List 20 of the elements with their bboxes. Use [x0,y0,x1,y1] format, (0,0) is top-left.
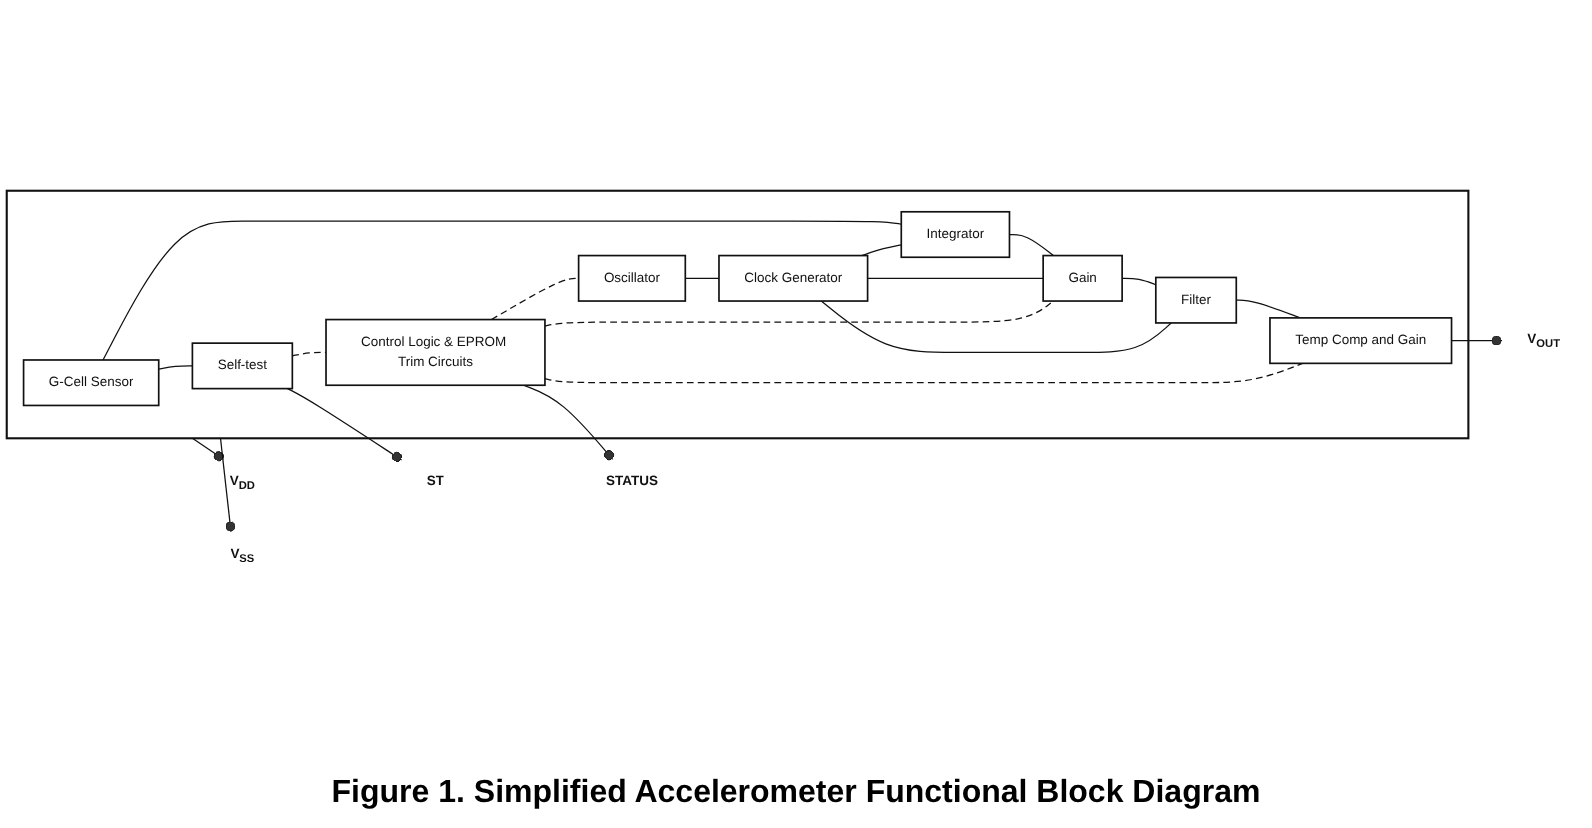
connector [1008,232,1055,256]
cluster [5,188,1470,439]
connector [684,276,720,278]
connector [102,219,902,360]
connector [820,299,1172,353]
connector [861,243,902,256]
connector [219,436,236,532]
connector [522,383,615,460]
connector [866,276,1044,278]
connector [1235,298,1301,318]
connector [1450,334,1503,345]
connector [286,387,403,462]
connector [291,350,327,356]
connector [544,361,1304,383]
connector [1121,276,1157,285]
connector [158,364,194,369]
connector [191,436,225,461]
figure-caption: Figure 1. Simplified Accelerometer Functional Block Diagram [331,776,1261,812]
connector [544,299,1055,326]
connector [490,276,580,320]
